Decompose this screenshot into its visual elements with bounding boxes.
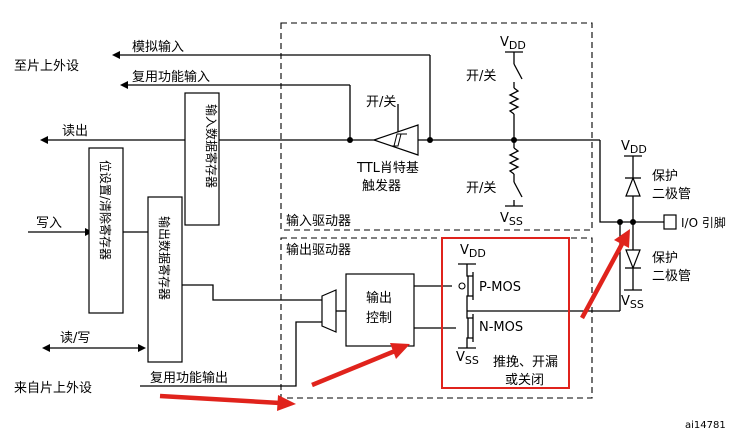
nmos-vss-label: VSS <box>456 350 479 367</box>
input-data-register-label: 输入数据寄存器 <box>204 104 219 188</box>
schmitt-on-off-label: 开/关 <box>366 95 396 110</box>
output-mux <box>321 289 337 333</box>
red-arrow-3-head <box>614 229 630 248</box>
output-data-register-label: 输出数据寄存器 <box>157 216 172 300</box>
output-driver-label: 输出驱动器 <box>286 242 351 258</box>
read-out-label: 读出 <box>62 124 88 139</box>
read-out-arrow <box>40 136 48 144</box>
protect-diode-top <box>625 176 641 197</box>
protect-diode-bottom <box>625 249 641 270</box>
bit-set-reset-register-label: 位设置/清除寄存器 <box>98 160 113 260</box>
input-data-register <box>184 92 220 226</box>
nmos-label: N-MOS <box>479 320 523 335</box>
bit-set-reset-register <box>88 147 124 314</box>
pmos-drain-wire <box>466 295 473 311</box>
pmos-source-wire <box>466 264 473 277</box>
alt-func-input-arrow <box>120 81 128 89</box>
highlight-box <box>441 237 570 389</box>
nmos-source-wire <box>466 337 473 348</box>
pulldown-resistor <box>508 147 520 175</box>
nmos-drain-wire <box>466 311 473 319</box>
analog-input-label: 模拟输入 <box>132 39 184 55</box>
pmos-label: P-MOS <box>479 280 521 295</box>
pulldown-switch <box>513 181 523 198</box>
protect-diode-top-label-1: 保护 <box>652 169 678 184</box>
push-pull-label-2: 或关闭 <box>505 373 544 388</box>
from-onchip-periph-label: 来自片上外设 <box>14 381 92 396</box>
protect-vdd-label: VDD <box>621 139 647 156</box>
io-pin-label: I/O 引脚 <box>681 215 726 230</box>
pullup-on-off-label: 开/关 <box>466 69 496 84</box>
junction-alt-func-input <box>347 137 353 143</box>
input-driver-region <box>280 22 593 231</box>
junction-pin-left <box>617 219 623 225</box>
push-pull-label-1: 推挽、开漏 <box>493 354 558 370</box>
pmos-vdd-label: VDD <box>460 243 486 260</box>
pmos-gate-bubble <box>458 282 466 290</box>
output-data-register <box>147 196 183 363</box>
figure-id: ai14781 <box>685 420 726 431</box>
ttl-schmitt-label-1: TTL肖特基 <box>356 161 419 176</box>
analog-input-arrow <box>112 51 120 59</box>
read-write-label: 读/写 <box>60 331 90 346</box>
alt-func-input-label: 复用功能输入 <box>132 69 210 85</box>
red-arrow-3-shaft <box>580 242 624 320</box>
read-write-arrow-left <box>42 344 50 352</box>
output-control-label-2: 控制 <box>366 311 392 326</box>
protect-diode-bottom-label-2: 二极管 <box>652 269 691 284</box>
protect-diode-top-label-2: 二极管 <box>652 187 691 202</box>
alt-func-output-wire <box>140 321 322 387</box>
output-driver-region <box>280 237 593 399</box>
schmitt-hysteresis-icon <box>392 133 407 147</box>
write-in-label: 写入 <box>36 216 62 231</box>
red-arrow-1-head <box>277 395 296 411</box>
output-control-box <box>345 273 415 347</box>
pulldown-on-off-label: 开/关 <box>466 181 496 196</box>
odr-to-mux-wire <box>182 284 322 301</box>
io-pin-box <box>663 214 677 230</box>
alt-func-output-label: 复用功能输出 <box>150 370 228 386</box>
protect-vss-label: VSS <box>621 294 644 311</box>
output-control-label-1: 输出 <box>366 290 392 306</box>
to-onchip-periph-label: 至片上外设 <box>14 59 79 74</box>
pullup-vdd-label: VDD <box>500 35 526 52</box>
protect-diode-bottom-label-1: 保护 <box>652 251 678 266</box>
pullup-switch <box>513 63 523 80</box>
ttl-schmitt-label-2: 触发器 <box>362 178 401 194</box>
read-write-arrow-right <box>138 344 146 352</box>
pulldown-vss-label: VSS <box>500 211 523 228</box>
pullup-resistor <box>508 87 520 115</box>
red-arrow-2-head <box>390 343 410 359</box>
red-arrow-1-shaft <box>159 393 281 406</box>
junction-analog-input <box>427 137 433 143</box>
red-arrow-2-shaft <box>311 348 396 388</box>
input-driver-label: 输入驱动器 <box>286 213 351 229</box>
